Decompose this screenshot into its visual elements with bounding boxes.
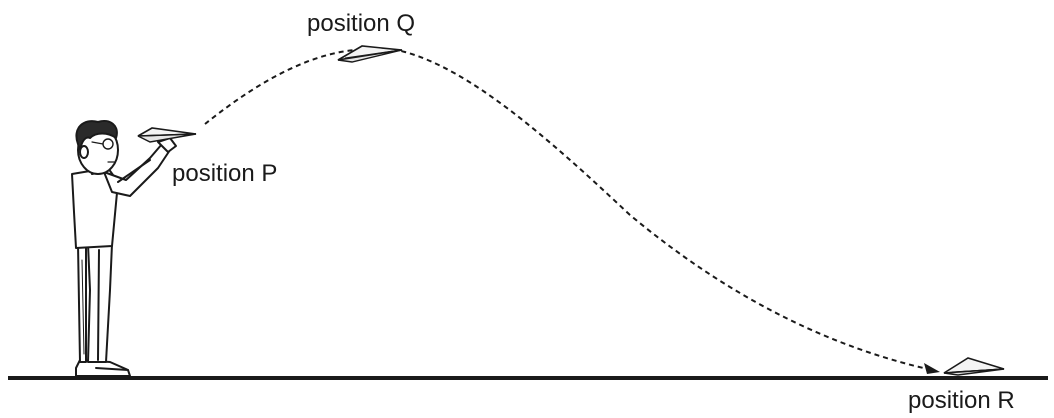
arrow-head-icon — [924, 363, 940, 374]
paper-plane-r-icon — [943, 357, 1005, 376]
flight-path — [204, 47, 933, 371]
position-r-label: position R — [908, 387, 1015, 414]
paper-plane-q-icon — [337, 45, 403, 63]
position-q-label: position Q — [307, 10, 416, 37]
boy-throwing-icon — [71, 120, 177, 377]
ground-line — [8, 376, 1048, 380]
paper-plane-p-icon — [137, 127, 197, 143]
position-p-label: position P — [172, 160, 278, 187]
